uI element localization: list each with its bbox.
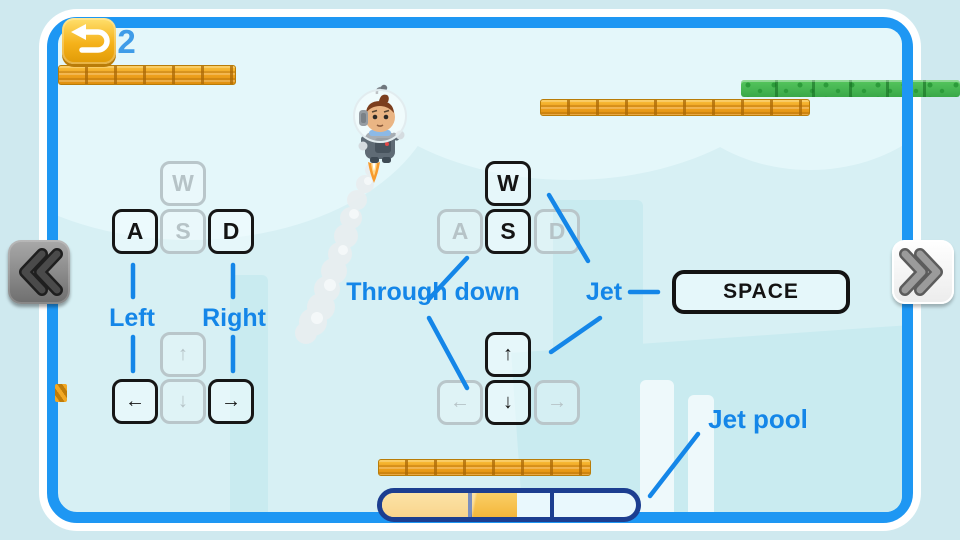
key-jet-w: W xyxy=(485,161,531,206)
key-label: W xyxy=(497,170,519,196)
key-jet-arrow-up: ↑ xyxy=(485,332,531,377)
platform-grass-top-right xyxy=(741,80,960,97)
skyline-building xyxy=(845,340,902,512)
key-move-d: D xyxy=(208,209,254,254)
platform-wood-top-left xyxy=(58,65,236,85)
key-label: → xyxy=(547,391,567,413)
platform-wood-top-middle xyxy=(540,99,810,116)
jet-pool-divider xyxy=(468,493,473,517)
key-label: A xyxy=(126,218,144,244)
key-move-a: A xyxy=(112,209,158,254)
key-move-s: S xyxy=(160,209,206,254)
jet-pool-fill xyxy=(382,493,517,517)
key-label: ↑ xyxy=(503,343,513,365)
key-label: S xyxy=(175,218,191,244)
key-jet-arrow-left: ← xyxy=(437,380,483,425)
key-label: D xyxy=(548,218,566,244)
platform-wood-bottom xyxy=(378,459,591,476)
jetpack-character xyxy=(353,84,407,183)
key-space: SPACE xyxy=(672,270,850,314)
key-label: → xyxy=(221,390,241,412)
key-jet-arrow-right: → xyxy=(534,380,580,425)
key-label: ← xyxy=(450,391,470,413)
back-button[interactable] xyxy=(62,18,116,64)
key-label: ↑ xyxy=(178,343,188,365)
key-jet-s: S xyxy=(485,209,531,254)
jet-pool-bar xyxy=(377,488,641,522)
key-label: S xyxy=(500,218,516,244)
prev-page-button[interactable] xyxy=(8,240,70,304)
key-move-arrow-left: ← xyxy=(112,379,158,424)
double-chevron-left-icon xyxy=(19,248,63,296)
label-right: Right xyxy=(202,304,266,332)
key-move-arrow-down: ↓ xyxy=(160,379,206,424)
jet-pool-divider xyxy=(549,493,554,517)
key-jet-d: D xyxy=(534,209,580,254)
label-jet: Jet xyxy=(585,278,623,306)
key-label: W xyxy=(172,170,194,196)
key-label: D xyxy=(222,218,240,244)
key-move-arrow-up: ↑ xyxy=(160,332,206,377)
label-through-down: Through down xyxy=(346,278,520,306)
skyline-building xyxy=(640,380,674,512)
frame-border-patch xyxy=(902,79,913,98)
key-label: A xyxy=(451,218,469,244)
key-jet-a: A xyxy=(437,209,483,254)
wall-stub xyxy=(55,384,67,402)
key-label: SPACE xyxy=(723,280,799,303)
key-move-w: W xyxy=(160,161,206,206)
label-jet-pool: Jet pool xyxy=(708,404,808,434)
jet-pool-sheen xyxy=(382,493,636,517)
label-left: Left xyxy=(109,304,155,332)
key-label: ← xyxy=(125,390,145,412)
key-move-arrow-right: → xyxy=(208,379,254,424)
double-chevron-right-icon xyxy=(899,248,943,296)
key-jet-arrow-down: ↓ xyxy=(485,380,531,425)
next-page-button[interactable] xyxy=(892,240,954,304)
key-label: ↓ xyxy=(178,390,188,412)
return-arrow-icon xyxy=(71,24,110,53)
key-label: ↓ xyxy=(503,391,513,413)
